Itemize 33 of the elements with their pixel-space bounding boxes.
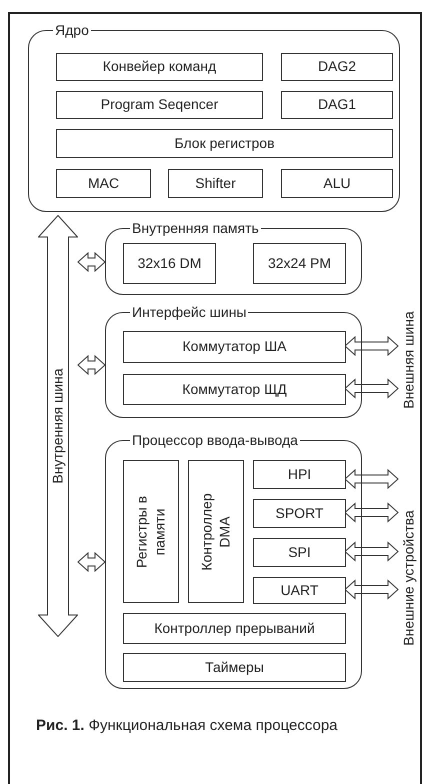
unit-block: Конвейер команд: [56, 53, 263, 81]
double-arrow: [344, 579, 399, 600]
unit-block: UART: [253, 577, 346, 604]
unit-block: MAC: [56, 169, 151, 198]
unit-block: Shifter: [168, 169, 263, 198]
unit-block: ALU: [281, 169, 393, 198]
figure-caption: Рис. 1. Функциональная схема процессора: [35, 716, 339, 736]
unit-block: HPI: [253, 460, 346, 489]
double-arrow: [344, 502, 399, 523]
unit-block: Регистры в памяти: [123, 460, 179, 603]
bus-label: Внешняя шина: [400, 311, 418, 409]
bus-label: Внутренняя шина: [48, 368, 66, 484]
unit-block: Блок регистров: [56, 129, 393, 158]
double-arrow: [77, 552, 106, 572]
unit-block: Коммутатор ША: [123, 331, 346, 363]
unit-block: Контроллер DMA: [188, 460, 244, 603]
double-arrow: [344, 541, 399, 562]
bus-label: Внешние устройства: [400, 510, 418, 646]
unit-block: Контроллер прерываний: [123, 613, 346, 644]
unit-block: DAG1: [281, 91, 393, 119]
double-arrow: [344, 336, 399, 356]
unit-block: DAG2: [281, 53, 393, 81]
unit-block: Program Seqencer: [56, 91, 263, 119]
double-arrow: [77, 252, 106, 272]
unit-block: Таймеры: [123, 653, 346, 682]
unit-block: 32x24 PM: [253, 243, 346, 284]
unit-block: 32x16 DM: [123, 243, 216, 284]
double-arrow: [344, 378, 399, 399]
unit-block: SPI: [253, 538, 346, 567]
double-arrow: [344, 468, 399, 490]
double-arrow: [77, 354, 106, 376]
unit-block: SPORT: [253, 499, 346, 528]
unit-block: Коммутатор ЩД: [123, 374, 346, 405]
